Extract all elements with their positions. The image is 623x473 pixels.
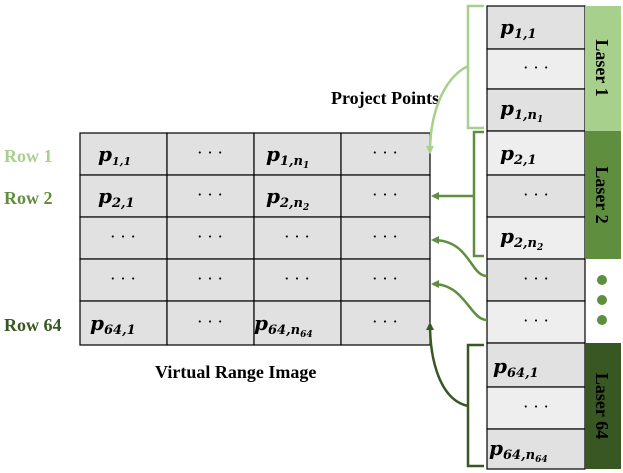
laser-64-label: Laser 64: [592, 373, 612, 439]
laser-2-bracket: [472, 130, 484, 258]
laser-1-bar: [585, 6, 621, 131]
grid-ellipsis: · · ·: [197, 185, 222, 204]
column-ellipsis: · · ·: [523, 311, 548, 330]
vertical-dots: [597, 275, 607, 325]
laser-64-bracket: [466, 343, 484, 468]
grid-ellipsis: · · ·: [197, 312, 222, 331]
grid-ellipsis: · · ·: [372, 227, 397, 246]
row-1-arrow: [426, 64, 469, 154]
row-label-64: Row 64: [4, 315, 62, 335]
grid-ellipsis: · · ·: [284, 227, 309, 246]
grid-ellipsis: · · ·: [372, 312, 397, 331]
laser-1-label: Laser 1: [592, 39, 612, 96]
row-4-arrow: [431, 280, 488, 322]
laser-2-bar: [585, 131, 621, 259]
grid-ellipsis: · · ·: [372, 143, 397, 162]
row-64-arrow: [426, 322, 469, 408]
row-label-2: Row 2: [4, 188, 53, 208]
laser-64-bar: [585, 343, 621, 469]
grid-ellipsis: · · ·: [197, 227, 222, 246]
grid-ellipsis: · · ·: [197, 143, 222, 162]
grid-ellipsis: · · ·: [197, 269, 222, 288]
range-image-title: Virtual Range Image: [155, 362, 316, 382]
grid-ellipsis: · · ·: [284, 269, 309, 288]
laser-2-label: Laser 2: [592, 166, 612, 223]
column-ellipsis: · · ·: [523, 397, 548, 416]
column-ellipsis: · · ·: [523, 185, 548, 204]
laser-points-column: p1,1 · · · p1,n1 p2,1 · · · p2,n2 · · · …: [486, 5, 586, 470]
grid-ellipsis: · · ·: [110, 269, 135, 288]
row-label-1: Row 1: [4, 146, 53, 166]
laser-bars: Laser 1 Laser 2 Laser 64: [585, 6, 621, 469]
grid-ellipsis: · · ·: [110, 227, 135, 246]
laser-1-bracket: [466, 4, 484, 130]
grid-ellipsis: · · ·: [372, 269, 397, 288]
projection-arrows: [426, 4, 488, 468]
column-ellipsis: · · ·: [523, 269, 548, 288]
row-3-arrow: [431, 236, 488, 278]
column-ellipsis: · · ·: [523, 58, 548, 77]
range-image-grid: p1,1 · · · p1,n1 · · · p2,1 · · · p2,n2 …: [79, 132, 431, 346]
grid-ellipsis: · · ·: [372, 185, 397, 204]
project-points-title: Project Points: [331, 88, 439, 108]
